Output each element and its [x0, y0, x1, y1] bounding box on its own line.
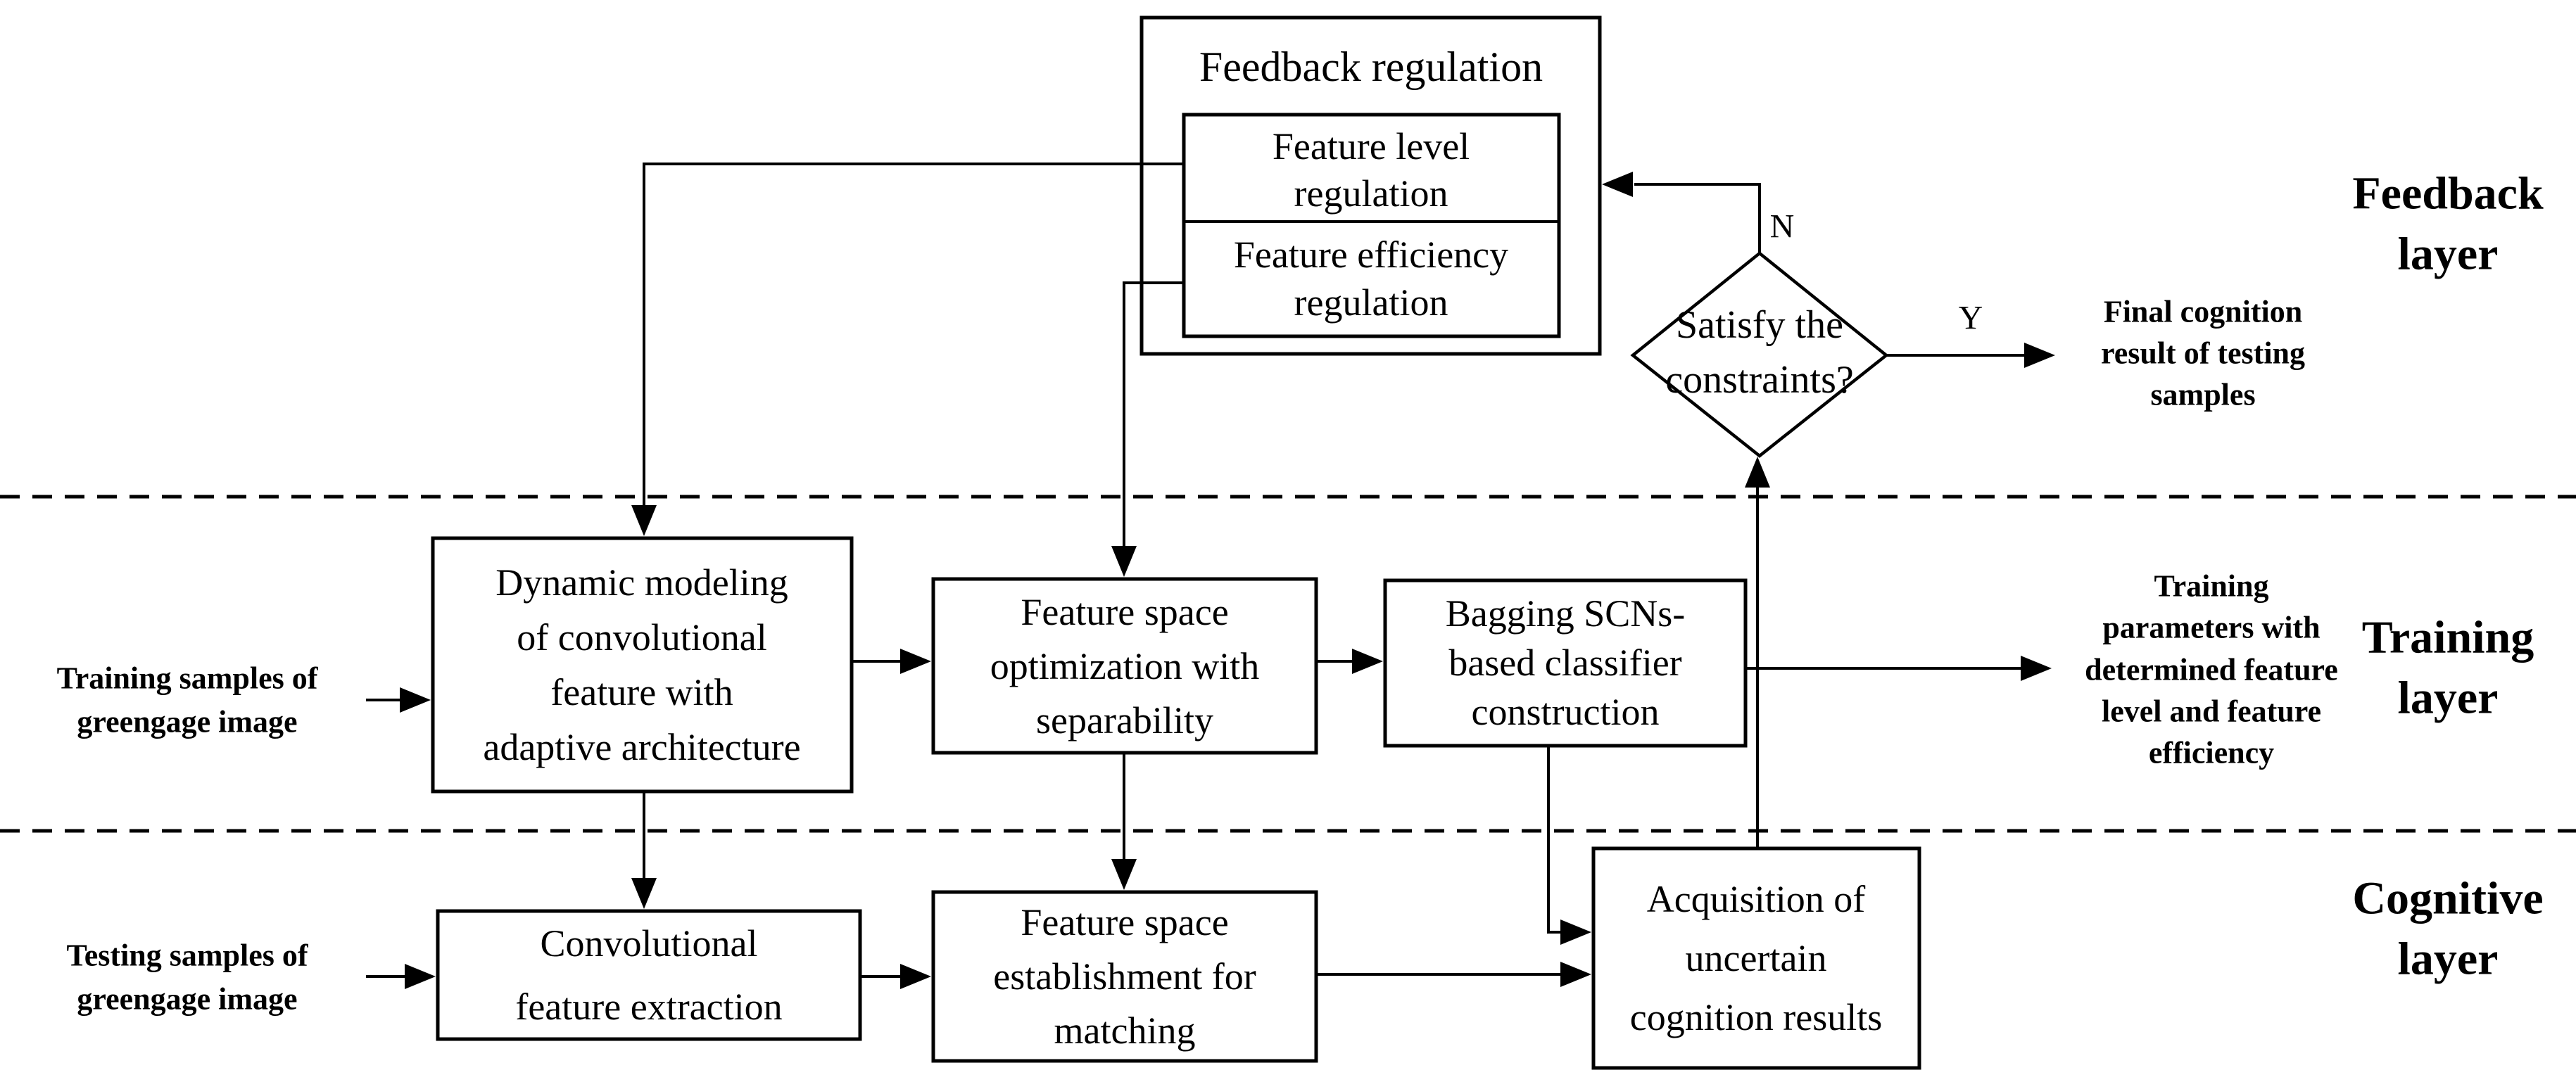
decision-diamond	[1630, 251, 1889, 458]
decision-label: constraints?	[1665, 358, 1853, 402]
arrowhead-into-final-result	[2024, 343, 2055, 368]
arrowhead-into-optimization-top	[1111, 546, 1137, 577]
acquisition-results-label: cognition results	[1630, 996, 1882, 1038]
bagging-classifier-label: Bagging SCNs-	[1446, 592, 1686, 635]
no-branch-label: N	[1770, 208, 1795, 246]
final-output-label: result of testing	[2101, 336, 2305, 371]
feature-space-optimization-label: Feature space	[1021, 591, 1228, 633]
training-output-label: determined feature	[2085, 653, 2338, 687]
training-layer-label: layer	[2398, 673, 2499, 724]
arrowhead-into-acquisition-left-lower	[1560, 962, 1591, 987]
dynamic-modeling-label: of convolutional	[517, 616, 766, 658]
convolutional-extraction-label: Convolutional	[541, 922, 758, 965]
training-layer-label: Training	[2362, 612, 2534, 663]
cognitive-layer-label: layer	[2398, 934, 2499, 985]
dynamic-modeling-box	[431, 536, 854, 794]
arrowhead-into-establishment-left	[900, 964, 931, 989]
bagging-classifier-label: construction	[1472, 691, 1660, 733]
yes-branch-label: Y	[1959, 300, 1983, 337]
feature-efficiency-regulation-label: regulation	[1294, 281, 1448, 324]
arrowhead-into-convolutional-top	[631, 878, 657, 909]
feature-space-optimization-label: separability	[1036, 699, 1213, 742]
arrowhead-into-establishment-top	[1111, 859, 1137, 890]
feedback-layer-label: layer	[2398, 229, 2499, 280]
arrowhead-into-dynamic-top	[631, 505, 657, 536]
arrowhead-into-dynamic-left	[400, 687, 431, 713]
final-output-label: Final cognition	[2104, 295, 2302, 329]
arrowhead-into-convolutional-left	[405, 964, 436, 989]
dynamic-modeling-label: feature with	[550, 671, 733, 713]
dynamic-modeling-label: Dynamic modeling	[495, 561, 788, 604]
feature-efficiency-regulation-label: Feature efficiency	[1234, 234, 1508, 276]
arrowhead-into-diamond-bottom	[1745, 457, 1770, 488]
arrowhead-into-acquisition-left-upper	[1560, 919, 1591, 945]
feature-space-establishment-label: establishment for	[993, 955, 1256, 998]
connector-feedback-to-dynamic	[643, 163, 1184, 507]
feedback-regulation-inner-box	[1182, 113, 1561, 338]
feature-space-optimization-box	[931, 577, 1318, 755]
training-output-label: Training	[2154, 569, 2268, 604]
feature-space-establishment-box	[931, 890, 1318, 1063]
arrowhead-into-feedback-box	[1602, 172, 1633, 197]
feature-space-optimization-label: optimization with	[990, 645, 1259, 687]
arrowhead-into-training-output	[2021, 656, 2052, 681]
connector-feedback-to-optimization	[1123, 281, 1184, 547]
training-output-label: parameters with	[2102, 611, 2320, 645]
dynamic-modeling-label: adaptive architecture	[483, 726, 800, 768]
decision-label: Satisfy the	[1676, 303, 1843, 347]
arrowhead-into-optimization-left	[900, 649, 931, 674]
connector-no-branch	[1634, 183, 1761, 253]
feature-space-establishment-label: Feature space	[1021, 901, 1228, 943]
convolutional-extraction-box	[436, 909, 862, 1041]
feedback-box-title: Feedback regulation	[1199, 44, 1543, 90]
testing-input-label: Testing samples of	[66, 938, 308, 973]
training-output-label: efficiency	[2149, 736, 2274, 770]
training-input-label: greengage image	[77, 705, 297, 739]
feature-space-establishment-label: matching	[1054, 1010, 1196, 1052]
feedback-layer-label: Feedback	[2352, 168, 2544, 219]
arrowhead-into-bagging-left	[1352, 649, 1383, 674]
bagging-classifier-label: based classifier	[1448, 642, 1681, 684]
convolutional-extraction-label: feature extraction	[515, 986, 782, 1028]
training-output-label: level and feature	[2102, 694, 2321, 729]
feature-level-regulation-label: Feature level	[1273, 125, 1470, 167]
bagging-classifier-box	[1383, 578, 1748, 748]
feature-level-regulation-label: regulation	[1294, 172, 1448, 215]
final-output-label: samples	[2150, 378, 2255, 412]
connector-bagging-to-acquisition	[1547, 746, 1562, 934]
training-input-label: Training samples of	[57, 661, 319, 696]
cognitive-layer-label: Cognitive	[2352, 873, 2543, 924]
acquisition-results-label: Acquisition of	[1647, 878, 1865, 920]
acquisition-results-label: uncertain	[1686, 937, 1827, 979]
testing-input-label: greengage image	[77, 982, 297, 1017]
